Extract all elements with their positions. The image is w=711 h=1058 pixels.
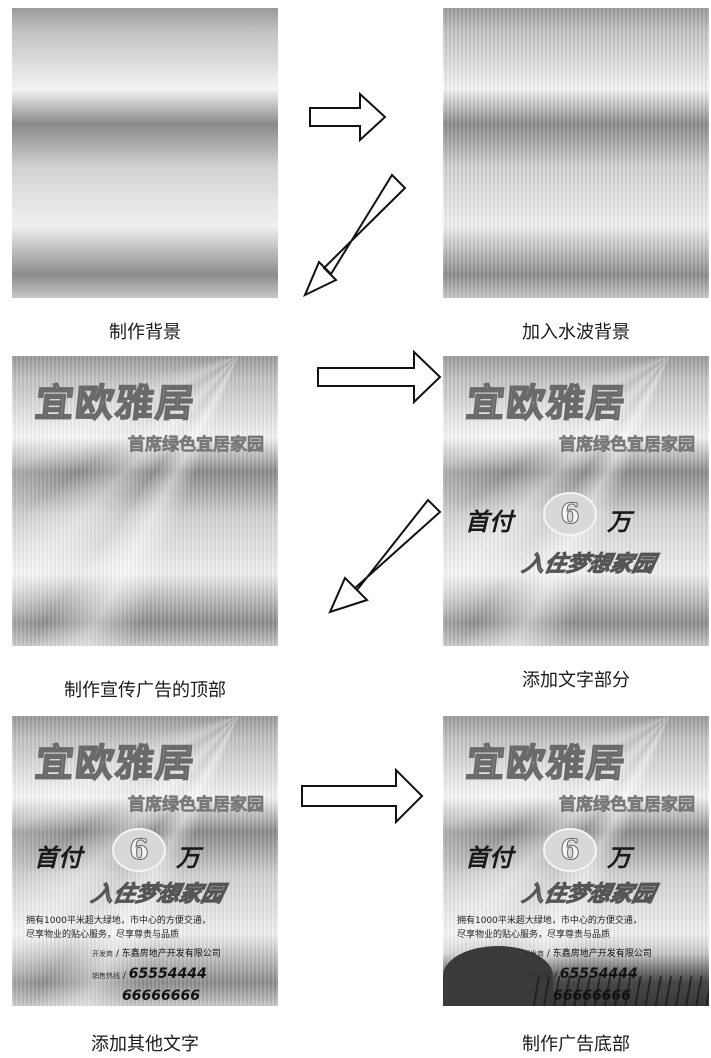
ad-description: 拥有1000平米超大绿地，市中心的方便交通， 尽享物业的贴心服务，尽享尊贵与品质 bbox=[457, 914, 707, 942]
grass-silhouette bbox=[533, 976, 709, 1006]
pay-number-badge: 6 bbox=[543, 828, 597, 872]
pay-number-badge: 6 bbox=[112, 828, 166, 872]
ad-contact: 开发商 / 东鑫房地产开发有限公司 销售热线 / 65554444 666666… bbox=[523, 949, 652, 1004]
caption-ad-bottom: 制作广告底部 bbox=[522, 1034, 630, 1055]
developer-name: 东鑫房地产开发有限公司 bbox=[552, 949, 652, 959]
caption-ad-top: 制作宣传广告的顶部 bbox=[64, 680, 226, 701]
light-rays bbox=[12, 356, 278, 646]
down-payment-group: 首付 6 万 bbox=[465, 828, 685, 878]
ad-description: 拥有1000平米超大绿地，市中心的方便交通， 尽享物业的贴心服务，尽享尊贵与品质 bbox=[26, 914, 276, 942]
pay-word2: 万 bbox=[607, 844, 631, 872]
pay-word1: 首付 bbox=[465, 508, 513, 536]
desc-line-2: 尽享物业的贴心服务，尽享尊贵与品质 bbox=[457, 930, 611, 940]
pay-number-badge: 6 bbox=[543, 492, 597, 536]
ad-contact: 开发商 / 东鑫房地产开发有限公司 销售热线 / 65554444 666666… bbox=[92, 949, 221, 1004]
arrow-right-2 bbox=[317, 349, 442, 405]
phone-1: 65554444 bbox=[128, 966, 207, 982]
arrow-right-1 bbox=[309, 91, 387, 143]
down-payment-group: 首付 6 万 bbox=[34, 828, 254, 878]
ad-subtitle: 首席绿色宜居家园 bbox=[559, 795, 696, 816]
pay-word2: 万 bbox=[176, 844, 200, 872]
desc-line-1: 拥有1000平米超大绿地，市中心的方便交通， bbox=[26, 916, 211, 926]
arrow-diagonal-2 bbox=[328, 498, 442, 614]
panel-wave-background bbox=[443, 8, 709, 298]
developer-label: 开发商 bbox=[92, 950, 113, 958]
pay-word1: 首付 bbox=[465, 844, 513, 872]
desc-line-2: 尽享物业的贴心服务，尽享尊贵与品质 bbox=[26, 930, 180, 940]
ad-subtitle: 首席绿色宜居家园 bbox=[128, 435, 265, 456]
desc-line-1: 拥有1000平米超大绿地，市中心的方便交通， bbox=[457, 916, 642, 926]
phone-2: 66666666 bbox=[553, 988, 631, 1004]
panel-ad-text: 宜欧雅居 首席绿色宜居家园 首付 6 万 入住梦想家园 bbox=[443, 356, 709, 646]
ad-subtitle: 首席绿色宜居家园 bbox=[559, 435, 696, 456]
phone-1: 65554444 bbox=[559, 966, 638, 982]
panel-ad-other-text: 宜欧雅居 首席绿色宜居家园 首付 6 万 入住梦想家园 拥有1000平米超大绿地… bbox=[12, 716, 278, 1006]
arrow-diagonal-1 bbox=[303, 173, 407, 298]
panel-background bbox=[12, 8, 278, 298]
ad-subtitle: 首席绿色宜居家园 bbox=[128, 795, 265, 816]
caption-add-wave: 加入水波背景 bbox=[522, 322, 630, 343]
developer-name: 东鑫房地产开发有限公司 bbox=[121, 949, 221, 959]
developer-label: 开发商 bbox=[523, 950, 544, 958]
phone-2: 66666666 bbox=[122, 988, 200, 1004]
pay-word1: 首付 bbox=[34, 844, 82, 872]
down-payment-group: 首付 6 万 bbox=[465, 492, 685, 542]
caption-make-background: 制作背景 bbox=[109, 322, 181, 343]
caption-other-text: 添加其他文字 bbox=[91, 1034, 199, 1055]
hotline-label: 销售热线 bbox=[523, 972, 551, 980]
caption-add-text: 添加文字部分 bbox=[522, 670, 630, 691]
arrow-right-3 bbox=[301, 767, 424, 825]
panel-ad-bottom: 宜欧雅居 首席绿色宜居家园 首付 6 万 入住梦想家园 拥有1000平米超大绿地… bbox=[443, 716, 709, 1006]
panel-ad-top: 宜欧雅居 首席绿色宜居家园 bbox=[12, 356, 278, 646]
hotline-label: 销售热线 bbox=[92, 972, 120, 980]
pay-word2: 万 bbox=[607, 508, 631, 536]
